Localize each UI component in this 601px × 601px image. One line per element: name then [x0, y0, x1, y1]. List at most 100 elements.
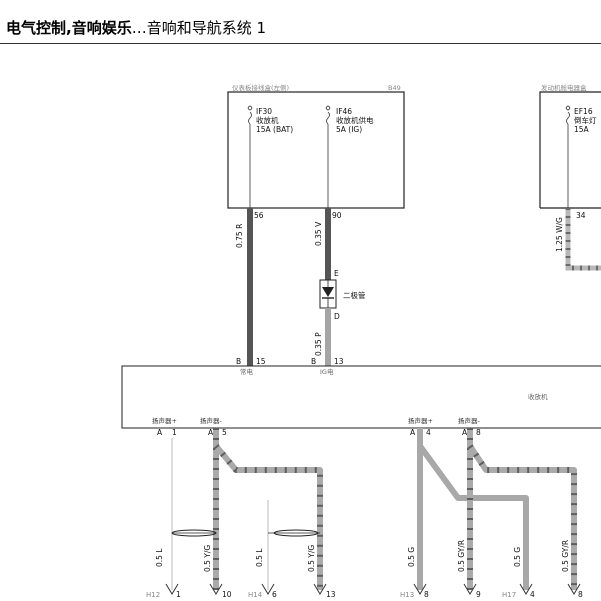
speaker-pin: 5 [222, 428, 227, 437]
diode-symbol-icon [322, 287, 334, 297]
connector-pin: 8 [424, 590, 429, 599]
wire-gyr-2 [467, 444, 577, 590]
fuse-if46-rating: 5A (IG) [336, 125, 362, 134]
power-wires: 0.75 R 0.35 V E D 二极管 0.35 P B 15 B 13 [235, 208, 366, 366]
speaker-wires [171, 428, 577, 590]
wire-label: 0.5 Y/G [307, 545, 316, 572]
page-title: 电气控制,音响娱乐…音响和导航系统 1 [6, 18, 266, 38]
wire-label: 0.5 L [155, 548, 164, 567]
wire-label-wg: 1.25 W/G [555, 217, 564, 252]
connector-code: H13 [400, 591, 414, 599]
wire-0.35v [325, 208, 331, 280]
connector-pin: 9 [476, 590, 481, 599]
radio-conn-b-15: B [236, 357, 241, 366]
wire-g-2 [417, 444, 529, 590]
diode-label: 二极管 [343, 290, 366, 300]
fuse-if30-id: IF30 [256, 107, 272, 116]
connector-code: H17 [502, 591, 516, 599]
pin-34: 34 [576, 211, 586, 220]
wire-label-035p: 0.35 P [314, 332, 323, 356]
speaker-pin-label: 扬声器+ [152, 416, 177, 425]
fuse-ef16-rating: 15A [574, 125, 590, 134]
speaker-conn: A [157, 428, 163, 437]
fuse-element-icon [566, 111, 570, 125]
radio-unit: 常电 IG电 收放机 [121, 365, 601, 429]
speaker-conn: A [462, 428, 468, 437]
pin-56: 56 [254, 211, 264, 220]
wire-label: 0.5 G [513, 547, 522, 567]
fuse-if30-rating: 15A (BAT) [256, 125, 293, 134]
connector-code: H14 [248, 591, 263, 599]
fuse-ef16-id: EF16 [574, 107, 593, 116]
fuse-element-icon [248, 111, 252, 125]
wire-label: 0.5 Y/G [203, 545, 212, 572]
speaker-pin-label: 扬声器- [458, 416, 481, 425]
radio-unit-frame [121, 365, 601, 429]
connector-arrow-icon [313, 583, 327, 595]
connector-arrow-icon [463, 583, 477, 595]
pin-90: 90 [332, 211, 342, 220]
wire-label-035v: 0.35 V [314, 221, 323, 246]
wire-label-075r: 0.75 R [235, 224, 244, 248]
connector-arrow-icon [261, 583, 275, 595]
fuse-if46: IF46 收放机供电 5A (IG) 90 [325, 105, 374, 220]
fuse-box-left: 仪表板接线盒(左侧) B49 IF30 收放机 15A (BAT) 56 IF4… [227, 83, 405, 220]
fuse-if30: IF30 收放机 15A (BAT) 56 [247, 105, 293, 220]
radio-pin-name-ig: IG电 [320, 367, 334, 376]
wire-0.75r [247, 208, 253, 366]
connector-arrow-icon [165, 583, 179, 595]
speaker-conn: A [208, 428, 214, 437]
connector-pin: 6 [272, 590, 277, 599]
connector-pin: 13 [326, 590, 336, 599]
radio-unit-name: 收放机 [528, 392, 548, 401]
connector-code: H12 [146, 591, 160, 599]
connector-arrow-icon [413, 583, 427, 595]
diode-pin-e: E [334, 269, 339, 278]
connector-pin: 4 [530, 590, 535, 599]
speaker-pin: 4 [426, 428, 431, 437]
header-divider [0, 43, 601, 44]
speaker-pin: 1 [172, 428, 177, 437]
page-title-sub: …音响和导航系统 1 [131, 19, 267, 37]
wire-0.35p [325, 308, 331, 366]
speaker-pin: 8 [476, 428, 481, 437]
fuse-ef16-name: 倒车灯 [574, 115, 597, 125]
twisted-pair-markers [171, 529, 320, 537]
wire-yg-2 [213, 444, 323, 590]
page-title-main: 电气控制,音响娱乐 [6, 19, 132, 37]
wire-label: 0.5 GY/R [561, 540, 570, 572]
connector-arrow-icon [567, 583, 581, 595]
radio-conn-b-13: B [311, 357, 316, 366]
fuse-if46-id: IF46 [336, 107, 352, 116]
radio-pin-name-constant: 常电 [240, 367, 254, 376]
fuse-if46-name: 收放机供电 [336, 115, 374, 125]
fuse-box-right-title: 发动机舱电器盒 [541, 83, 587, 92]
connector-arrow-icon [209, 583, 223, 595]
bottom-connectors: H12 1 10 H14 6 13 H13 8 9 H17 4 8 [146, 583, 583, 599]
radio-pin-15: 15 [256, 357, 266, 366]
fuse-box-left-frame [227, 91, 405, 209]
speaker-conn: A [410, 428, 416, 437]
connector-pin: 10 [222, 590, 232, 599]
fuse-box-left-code: B49 [388, 84, 401, 92]
fuse-icon [247, 105, 253, 111]
speaker-pin-label: 扬声器- [200, 416, 223, 425]
speaker-wire-labels: 0.5 L 0.5 Y/G 0.5 L 0.5 Y/G 0.5 G 0.5 GY… [155, 540, 570, 572]
wire-label: 0.5 L [255, 548, 264, 567]
speaker-pin-label: 扬声器+ [408, 416, 433, 425]
diode-pin-d: D [334, 312, 340, 321]
speaker-pin-labels: 扬声器+ 扬声器- 扬声器+ 扬声器- A 1 A 5 A 4 A 8 [152, 416, 481, 437]
wire-label: 0.5 GY/R [457, 540, 466, 572]
fuse-if30-name: 收放机 [256, 115, 279, 125]
fuse-box-left-title: 仪表板接线盒(左侧) [232, 83, 289, 92]
radio-pin-13: 13 [334, 357, 344, 366]
fuse-element-icon [326, 111, 330, 125]
fuse-icon [325, 105, 331, 111]
connector-pin: 1 [176, 590, 181, 599]
wire-label: 0.5 G [407, 547, 416, 567]
diode: E D 二极管 [319, 269, 366, 321]
fuse-box-right: 发动机舱电器盒 EF16 倒车灯 15A 34 1.25 W/G [539, 83, 601, 271]
fuse-icon [565, 105, 571, 111]
connector-arrow-icon [519, 583, 533, 595]
